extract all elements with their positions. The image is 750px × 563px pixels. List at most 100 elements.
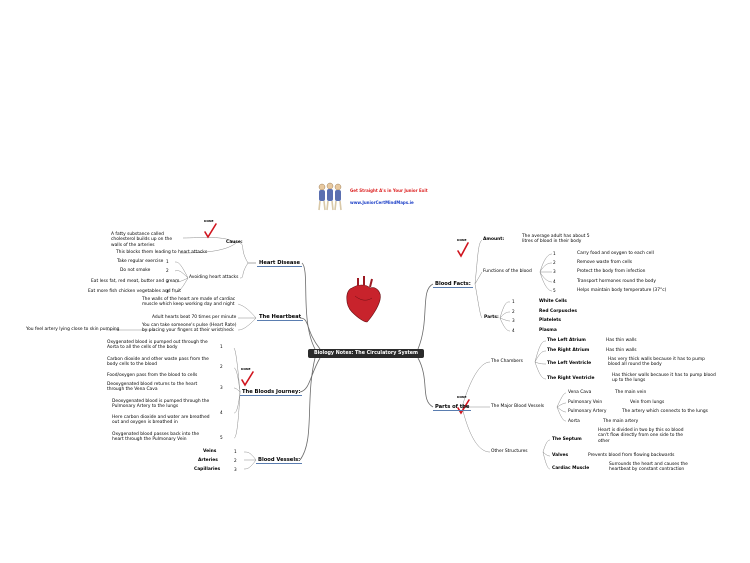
- avoid-item: Take regular exercise: [117, 259, 164, 264]
- vessel-item: Arteries: [198, 458, 218, 463]
- structure-name: Cardiac Muscle: [552, 466, 590, 471]
- avoid-item: Do not smoke: [120, 268, 151, 273]
- chamber-name: The Left Atrium: [547, 338, 586, 343]
- vessel-item: Capillaries: [194, 467, 221, 472]
- central-topic[interactable]: Biology Notes: The Circulatory System: [308, 349, 424, 358]
- journey-step: Here carbon dioxide and water are breath…: [112, 415, 210, 426]
- branch-lines: [299, 262, 434, 461]
- item-number: 2: [553, 260, 556, 265]
- function-item: Carry food and oxygen to each cell: [577, 251, 654, 256]
- cause-text: This blocks them leading to heart attack…: [116, 250, 208, 255]
- banner-link[interactable]: www.JuniorCertMindMaps.ie: [350, 200, 414, 205]
- vessel-name: Vena Cava: [568, 390, 592, 395]
- branch-heartbeat[interactable]: The Heartbeat: [257, 314, 304, 321]
- checkmark-icon: [457, 399, 470, 415]
- done-flag: DONE: [457, 395, 467, 399]
- item-number: 3: [512, 318, 515, 323]
- item-number: 1: [234, 449, 237, 454]
- journey-step: Deoxygenated blood is pumped through the…: [112, 399, 210, 410]
- structure-name: The Septum: [552, 437, 582, 442]
- amount-label[interactable]: Amount:: [483, 237, 505, 242]
- done-flag: DONE: [457, 238, 467, 242]
- heartbeat-text: You can take someone's pulse (Heart Rate…: [142, 323, 237, 334]
- item-number: 3: [166, 279, 169, 284]
- function-item: Transport hormones round the body: [577, 279, 656, 284]
- step-number: 2: [220, 364, 223, 369]
- step-number: 3: [220, 385, 223, 390]
- major-vessels-label[interactable]: The Major Blood Vessels: [491, 404, 545, 409]
- checkmark-icon: [204, 223, 217, 239]
- chamber-desc: Has thin walls: [606, 348, 637, 353]
- structure-desc: Heart is divided in two by this so blood…: [598, 428, 684, 444]
- journey-step: Oxygenated blood passes back into the he…: [112, 432, 200, 443]
- blood-part: Plasma: [539, 328, 557, 333]
- banner-tagline: Get Straight A's in Your Junior Exit: [350, 188, 428, 193]
- item-number: 1: [553, 251, 556, 256]
- chamber-desc: Has very thick walls because it has to p…: [608, 357, 705, 368]
- chambers-label[interactable]: The Chambers: [491, 359, 523, 364]
- step-number: 4: [220, 410, 223, 415]
- avoid-item: Eat less fat, red meat, butter and cream: [91, 279, 180, 284]
- heartbeat-text: The walls of the heart are made of cardi…: [142, 297, 236, 308]
- item-number: 4: [553, 279, 556, 284]
- chamber-name: The Right Ventricle: [547, 376, 595, 381]
- item-number: 2: [234, 458, 237, 463]
- branch-blood-vessels[interactable]: Blood Vessels:: [256, 457, 303, 464]
- item-number: 4: [512, 328, 515, 333]
- avoid-item: Eat more fish chicken vegetables and fru…: [88, 289, 182, 294]
- cause-text: A fatty substance called cholesterol bui…: [111, 232, 173, 248]
- journey-step: Food/oxygen pass from the blood to cells: [107, 373, 198, 378]
- function-item: Protect the body from infection: [577, 269, 646, 274]
- branch-heart-disease[interactable]: Heart Disease: [257, 260, 303, 267]
- cause-label[interactable]: Cause:: [226, 240, 243, 245]
- function-item: Helps maintain body temperature (37°c): [577, 288, 667, 293]
- vessel-name: Aorta: [568, 419, 580, 424]
- structure-desc: Prevents blood from flowing backwards: [588, 453, 675, 458]
- item-number: 1: [512, 299, 515, 304]
- chamber-name: The Right Atrium: [547, 348, 590, 353]
- blood-part: White Cells: [539, 299, 567, 304]
- vessel-desc: The main artery: [603, 419, 639, 424]
- item-number: 3: [234, 467, 237, 472]
- step-number: 5: [220, 435, 223, 440]
- functions-label[interactable]: Functions of the blood: [483, 269, 532, 274]
- blood-part: Platelets: [539, 318, 561, 323]
- done-flag: DONE: [241, 367, 251, 371]
- amount-text: The average adult has about 5 litres of …: [522, 234, 590, 245]
- sub-branch-lines: [106, 237, 567, 470]
- heartbeat-text: You feel artery lying close to skin pump…: [26, 327, 120, 332]
- checkmark-icon: [241, 371, 254, 387]
- chamber-name: The Left Ventricle: [547, 361, 592, 366]
- parts-label[interactable]: Parts:: [484, 315, 499, 320]
- avoid-label[interactable]: Avoiding heart attacks: [189, 275, 239, 280]
- other-structures-label[interactable]: Other Structures: [491, 449, 528, 454]
- function-item: Remove waste from cells: [577, 260, 633, 265]
- checkmark-icon: [457, 242, 469, 258]
- journey-step: Carbon dioxide and other waste pass from…: [107, 357, 209, 368]
- item-number: 2: [166, 268, 169, 273]
- structure-name: Valves: [552, 453, 569, 458]
- heartbeat-text: Adult hearts beat 70 times per minute: [152, 315, 237, 320]
- vessel-item: Veins: [203, 449, 217, 454]
- item-number: 1: [166, 259, 169, 264]
- vessel-desc: Vein from lungs: [630, 400, 665, 405]
- structure-desc: Surrounds the heart and causes the heart…: [609, 462, 688, 473]
- people-logo: [318, 182, 342, 211]
- item-number: 3: [553, 269, 556, 274]
- branch-blood-facts[interactable]: Blood Facts:: [433, 281, 473, 288]
- vessel-desc: The main vein: [615, 390, 647, 395]
- chamber-desc: Has thin walls: [606, 338, 637, 343]
- journey-step: Oxygenated blood is pumped out through t…: [107, 340, 208, 351]
- blood-part: Red Corpuscles: [539, 309, 578, 314]
- branch-bloods-journey[interactable]: The Bloods Journey:: [240, 389, 303, 396]
- branch-parts-of-heart[interactable]: Parts of the: [433, 404, 472, 411]
- item-number: 2: [512, 309, 515, 314]
- step-number: 1: [220, 344, 223, 349]
- vessel-name: Pulmonary Artery: [568, 409, 607, 414]
- item-number: 4: [166, 289, 169, 294]
- journey-step: Deoxygenated blood returns to the heart …: [107, 382, 198, 393]
- vessel-name: Pulmonary Vein: [568, 400, 603, 405]
- chamber-desc: Has thicker walls because it has to pump…: [612, 373, 716, 384]
- done-flag: DONE: [204, 219, 214, 223]
